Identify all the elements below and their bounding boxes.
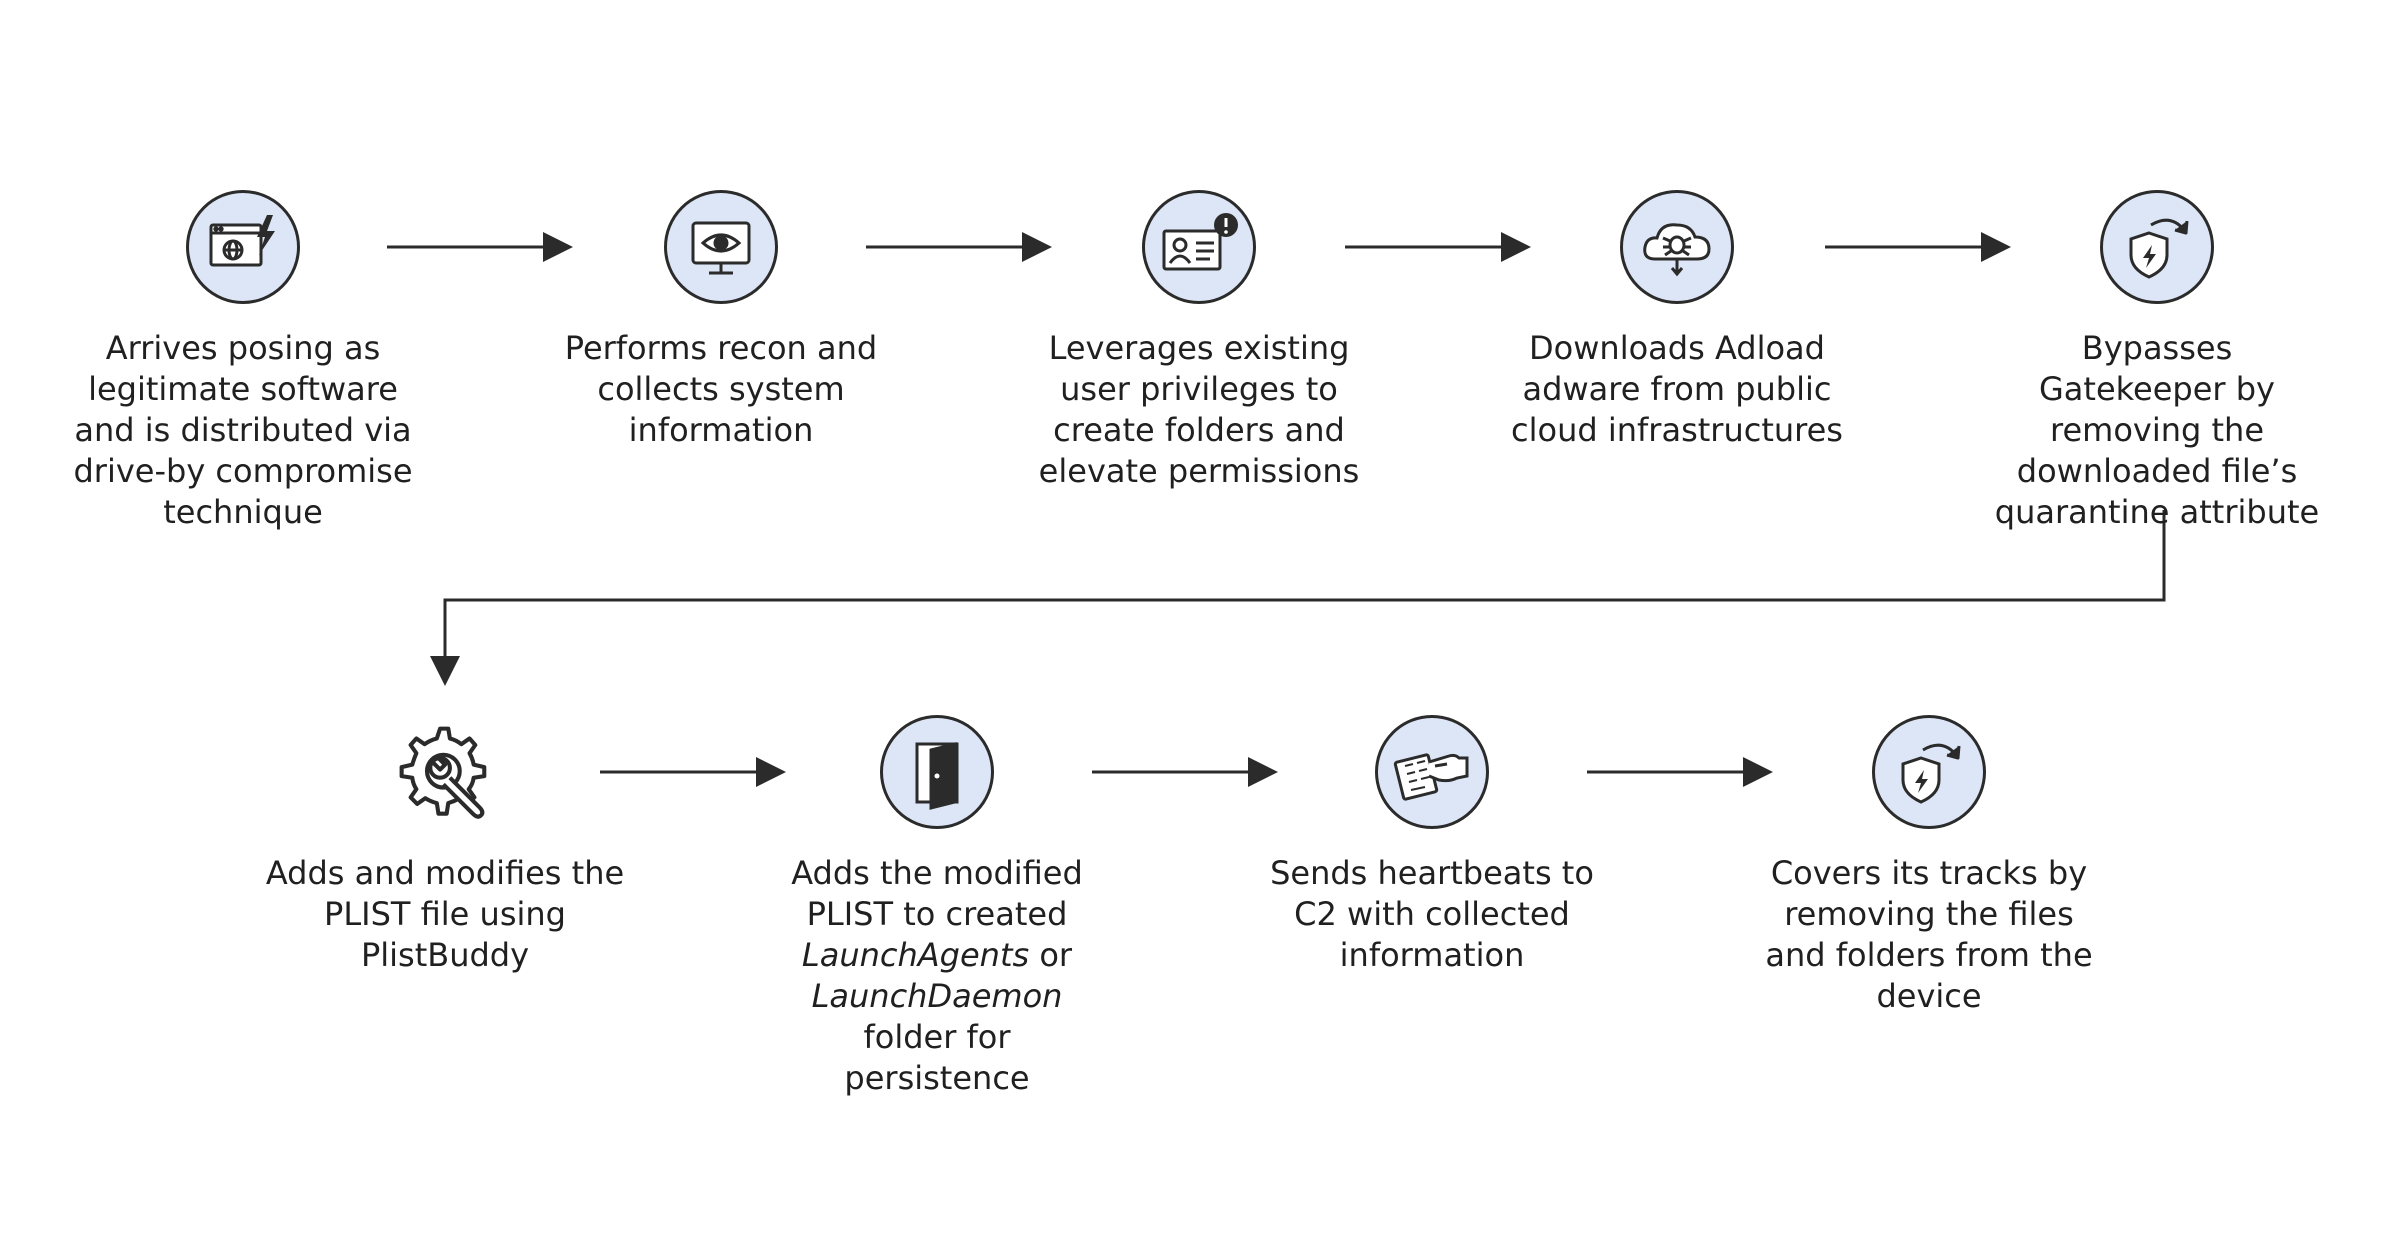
step-7-text-e: folder for persistence [844, 1018, 1030, 1097]
step-5-label: Bypasses Gatekeeper by removing the down… [1994, 329, 2320, 531]
cloud-bug-download-icon [1643, 223, 1711, 277]
step-4-label: Downloads Adload adware from public clou… [1511, 329, 1843, 449]
shield-refresh-icon [1901, 743, 1961, 804]
step-7-circle [880, 715, 994, 829]
step-4: Downloads Adload adware from public clou… [1457, 190, 1897, 451]
step-7-text-a: Adds the modified PLIST to created [791, 854, 1083, 933]
step-9: Covers its tracks by removing the files … [1709, 715, 2149, 1017]
monitor-eye-icon [691, 221, 751, 275]
step-5-circle [2100, 190, 2214, 304]
step-7-text-c: or [1039, 936, 1073, 974]
step-7-launchdaemon: LaunchDaemon [811, 977, 1063, 1015]
step-8-circle [1375, 715, 1489, 829]
step-2: Performs recon and collects system infor… [501, 190, 941, 451]
step-5: Bypasses Gatekeeper by removing the down… [1937, 190, 2377, 533]
step-2-label: Performs recon and collects system infor… [564, 329, 878, 449]
step-6-circle [388, 715, 502, 829]
step-1: Arrives posing as legitimate software an… [23, 190, 463, 533]
step-3: Leverages existing user privileges to cr… [979, 190, 1419, 492]
step-9-circle [1872, 715, 1986, 829]
step-7: Adds the modified PLIST to created Launc… [717, 715, 1157, 1099]
step-8: Sends heartbeats to C2 with collected in… [1212, 715, 1652, 976]
step-6-label: Adds and modifies the PLIST file using P… [265, 854, 625, 974]
step-6: Adds and modifies the PLIST file using P… [225, 715, 665, 976]
step-8-label: Sends heartbeats to C2 with collected in… [1270, 854, 1594, 974]
shield-refresh-icon [2129, 218, 2189, 279]
step-3-circle [1142, 190, 1256, 304]
arrow-5-6 [430, 510, 2166, 686]
gear-wrench-icon [399, 726, 487, 819]
step-2-circle [664, 190, 778, 304]
step-7-launchagents: LaunchAgents [801, 936, 1030, 974]
step-9-label: Covers its tracks by removing the files … [1765, 854, 2093, 1015]
id-card-alert-icon [1162, 213, 1238, 271]
step-3-label: Leverages existing user privileges to cr… [1038, 329, 1360, 490]
step-1-circle [186, 190, 300, 304]
step-7-label: Adds the modified PLIST to created Launc… [767, 853, 1107, 1099]
step-1-label: Arrives posing as legitimate software an… [73, 329, 413, 531]
step-4-circle [1620, 190, 1734, 304]
hand-data-card-icon [1393, 753, 1469, 801]
open-door-icon [915, 742, 959, 810]
browser-lightning-icon [209, 215, 275, 267]
